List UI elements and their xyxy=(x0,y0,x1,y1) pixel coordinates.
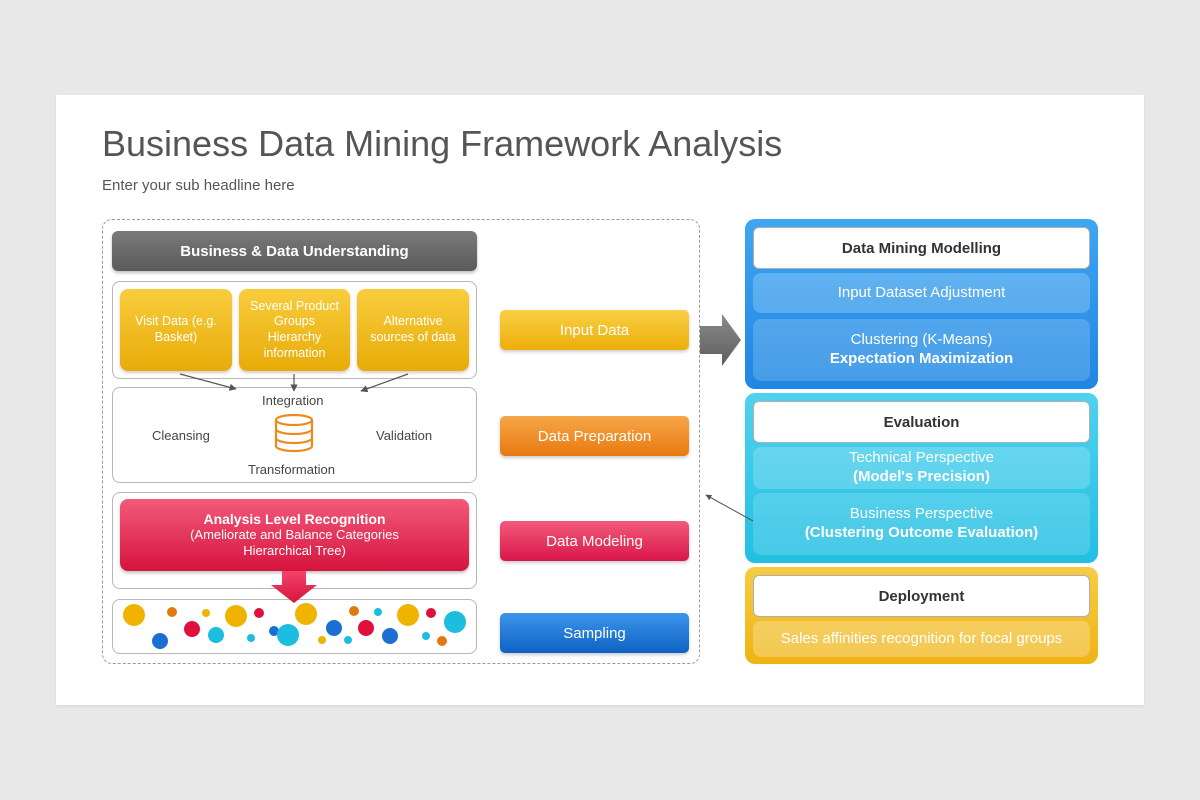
analysis-title: Analysis Level Recognition xyxy=(203,510,386,527)
evaluation-title: Evaluation xyxy=(753,401,1090,443)
evaluation-panel: Evaluation Technical Perspective (Model'… xyxy=(745,393,1098,563)
analysis-line-2: Hierarchical Tree) xyxy=(243,543,346,558)
business-perspective-line-2: (Clustering Outcome Evaluation) xyxy=(804,524,1039,541)
sales-affinities: Sales affinities recognition for focal g… xyxy=(753,621,1090,657)
down-arrow-icon xyxy=(271,571,317,603)
business-perspective: Business Perspective (Clustering Outcome… xyxy=(753,493,1090,555)
page-subtitle: Enter your sub headline here xyxy=(102,177,295,194)
database-icon xyxy=(274,413,314,453)
deployment-panel: Deployment Sales affinities recognition … xyxy=(745,567,1098,664)
connector-right xyxy=(360,373,409,393)
clustering-item: Clustering (K-Means) Expectation Maximiz… xyxy=(753,319,1090,381)
diagram-graphics xyxy=(123,314,754,649)
arrow-right-icon xyxy=(700,314,741,366)
sales-affinities-label: Sales affinities recognition for focal g… xyxy=(780,629,1063,647)
feedback-connector xyxy=(705,494,754,522)
connector-left xyxy=(179,373,237,391)
technical-perspective-line-2: (Model's Precision) xyxy=(853,468,990,485)
clustering-line-2: Expectation Maximization xyxy=(829,350,1014,367)
business-data-understanding-header: Business & Data Understanding xyxy=(112,231,477,271)
stage-sampling: Sampling xyxy=(500,613,689,653)
technical-perspective-line-1: Technical Perspective xyxy=(848,449,995,467)
transformation-label: Transformation xyxy=(248,462,335,477)
source-product-groups: Several Product Groups Hierarchy informa… xyxy=(239,289,350,371)
input-dataset-adjustment-label: Input Dataset Adjustment xyxy=(837,283,1006,301)
analysis-level-recognition: Analysis Level Recognition (Ameliorate a… xyxy=(120,499,469,571)
input-dataset-adjustment: Input Dataset Adjustment xyxy=(753,273,1090,313)
business-data-frame xyxy=(102,219,700,664)
technical-perspective: Technical Perspective (Model's Precision… xyxy=(753,447,1090,489)
stage-data-modeling: Data Modeling xyxy=(500,521,689,561)
source-visit-data: Visit Data (e.g. Basket) xyxy=(120,289,232,371)
deployment-title: Deployment xyxy=(753,575,1090,617)
stage-data-preparation: Data Preparation xyxy=(500,416,689,456)
stage-input-data: Input Data xyxy=(500,310,689,350)
slide: Business Data Mining Framework Analysis … xyxy=(56,95,1144,705)
integration-label: Integration xyxy=(262,393,324,408)
source-alternative: Alternative sources of data xyxy=(357,289,469,371)
validation-label: Validation xyxy=(376,428,433,443)
analysis-line-1: (Ameliorate and Balance Categories xyxy=(190,526,399,542)
cleansing-label: Cleansing xyxy=(152,428,210,443)
data-mining-modelling-title: Data Mining Modelling xyxy=(753,227,1090,269)
data-mining-modelling-panel: Data Mining Modelling Input Dataset Adju… xyxy=(745,219,1098,389)
page-title: Business Data Mining Framework Analysis xyxy=(102,123,783,164)
sampling-bubbles xyxy=(123,603,466,649)
clustering-line-1: Clustering (K-Means) xyxy=(850,331,993,349)
business-perspective-line-1: Business Perspective xyxy=(849,505,994,523)
